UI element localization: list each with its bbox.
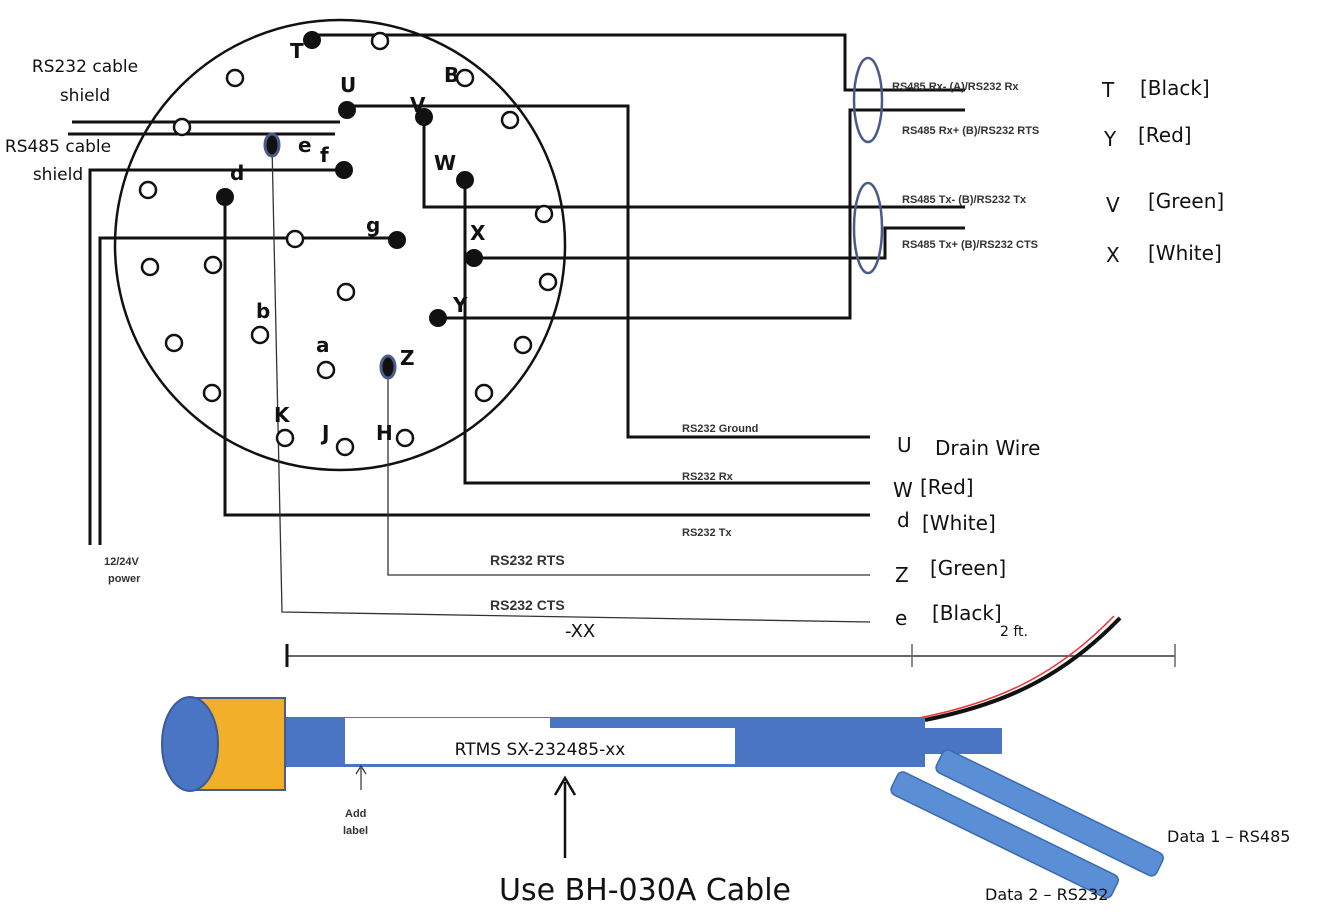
connected-pins	[216, 31, 483, 380]
pin-letter-t: T	[290, 39, 304, 63]
pin-letter-e: e	[298, 133, 312, 157]
signal-pin-x: X	[1106, 243, 1120, 267]
pin-letter-w: W	[434, 151, 456, 175]
signal-pin-d: d	[897, 508, 910, 532]
signal-label-tx-minus: RS485 Tx- (B)/RS232 Tx	[902, 194, 1027, 206]
length-xx-label: -XX	[565, 621, 595, 642]
add-label-text-1: Add	[345, 808, 366, 820]
pin-letter-f: f	[320, 143, 329, 167]
tx-pair-shield-ellipse	[852, 181, 884, 275]
signal-label-tx-plus: RS485 Tx+ (B)/RS232 CTS	[902, 239, 1038, 251]
rs232-shield-label-1: RS232 cable	[32, 57, 138, 77]
power-label-1: 12/24V	[104, 556, 140, 568]
signal-label-rts: RS232 RTS	[490, 552, 565, 568]
pin-letter-b-lower: b	[256, 299, 270, 323]
data1-leg	[935, 749, 1164, 877]
add-label-text-2: label	[343, 825, 368, 837]
signal-label-rx-plus: RS485 Rx+ (B)/RS232 RTS	[902, 125, 1039, 137]
signal-label-cts: RS232 CTS	[490, 597, 565, 613]
signal-color-black-lower: [Black]	[932, 601, 1002, 625]
rs485-shield-label-2: shield	[33, 165, 83, 185]
lower-signal-table: RS232 Ground U Drain Wire RS232 Rx W [Re…	[490, 423, 1040, 630]
use-cable-callout: Use BH-030A Cable	[499, 775, 791, 908]
pin-letter-d: d	[230, 161, 244, 185]
signal-pin-y: Y	[1103, 127, 1117, 151]
connector-end-cap	[161, 696, 219, 792]
signal-pin-z: Z	[895, 563, 909, 587]
data2-leg	[890, 771, 1119, 899]
pin-letter-j: J	[320, 421, 329, 445]
pin-letter-z: Z	[400, 346, 415, 370]
data1-label: Data 1 – RS485	[1167, 827, 1290, 846]
pin-letter-v: V	[410, 93, 426, 117]
pin-letter-g: g	[366, 213, 380, 237]
length-dimension: -XX 2 ft.	[285, 621, 1176, 667]
cable-end	[920, 728, 1002, 754]
pin-letter-y: Y	[452, 293, 468, 317]
rs485-shield-label-1: RS485 cable	[5, 137, 111, 157]
signal-color-green: [Green]	[1148, 189, 1224, 213]
add-label-callout: Add label	[343, 764, 368, 837]
signal-label-rx: RS232 Rx	[682, 471, 734, 483]
signal-pin-v: V	[1106, 193, 1120, 217]
signal-pin-w: W	[893, 478, 913, 502]
signal-color-black: [Black]	[1140, 76, 1210, 100]
signal-color-red-lower: [Red]	[920, 475, 974, 499]
rx-pair-shield-ellipse	[852, 56, 884, 144]
signal-color-white: [White]	[1148, 241, 1222, 265]
signal-color-red: [Red]	[1138, 123, 1192, 147]
connector-holes	[138, 31, 558, 457]
upper-signal-table: RS485 Rx- (A)/RS232 Rx T [Black] RS485 R…	[892, 76, 1224, 267]
pin-letters: T U B V W X Y Z d e f g a b K J H	[230, 39, 486, 445]
signal-pin-e: e	[895, 606, 907, 630]
pin-letter-k: K	[274, 403, 291, 427]
rs232-shield-label-2: shield	[60, 86, 110, 106]
pin-letter-u: U	[340, 73, 356, 97]
pin-letter-x: X	[470, 221, 486, 245]
signal-pin-u: U	[897, 433, 912, 457]
length-2ft-label: 2 ft.	[1000, 624, 1028, 640]
signal-label-rx-minus: RS485 Rx- (A)/RS232 Rx	[892, 81, 1019, 93]
pin-letter-b: B	[444, 63, 459, 87]
signal-color-green-lower: [Green]	[930, 556, 1006, 580]
signal-color-drain: Drain Wire	[935, 436, 1040, 460]
cable-label-box	[345, 728, 735, 764]
data2-label: Data 2 – RS232	[985, 885, 1108, 904]
pin-letter-h: H	[376, 421, 393, 445]
signal-label-tx: RS232 Tx	[682, 527, 732, 539]
power-label-2: power	[108, 573, 141, 585]
cable-print-label: RTMS SX-232485-xx	[455, 740, 626, 760]
cable-assembly: RTMS SX-232485-xx	[161, 615, 1164, 899]
signal-label-ground: RS232 Ground	[682, 423, 758, 435]
signal-pin-t: T	[1101, 78, 1115, 102]
pin-letter-a: a	[316, 333, 330, 357]
use-cable-label: Use BH-030A Cable	[499, 873, 791, 908]
signal-color-white-lower: [White]	[922, 511, 996, 535]
